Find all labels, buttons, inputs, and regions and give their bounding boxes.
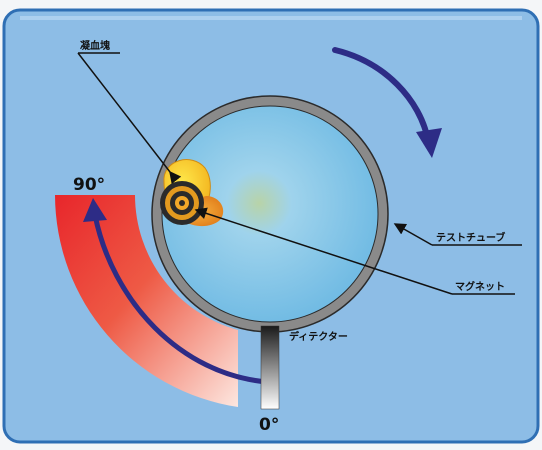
magnet-label: マグネット xyxy=(455,280,505,293)
clot-label: 凝血塊 xyxy=(80,39,110,52)
test-tube-label: テストチューブ xyxy=(436,231,505,244)
magnet xyxy=(160,181,204,225)
rotation-arrow-tube xyxy=(332,47,431,143)
detector xyxy=(260,325,280,410)
clot-leader-line xyxy=(77,52,182,184)
rotation-sweep-region xyxy=(55,195,238,407)
detector-label: ディテクター xyxy=(289,330,348,343)
magnet-leader-line xyxy=(194,207,453,295)
rotation-arrow-sweep xyxy=(92,212,271,385)
angle-0-label: 0° xyxy=(259,415,279,435)
test-tube-leader-line xyxy=(393,223,433,246)
angle-90-label: 90° xyxy=(73,175,105,195)
